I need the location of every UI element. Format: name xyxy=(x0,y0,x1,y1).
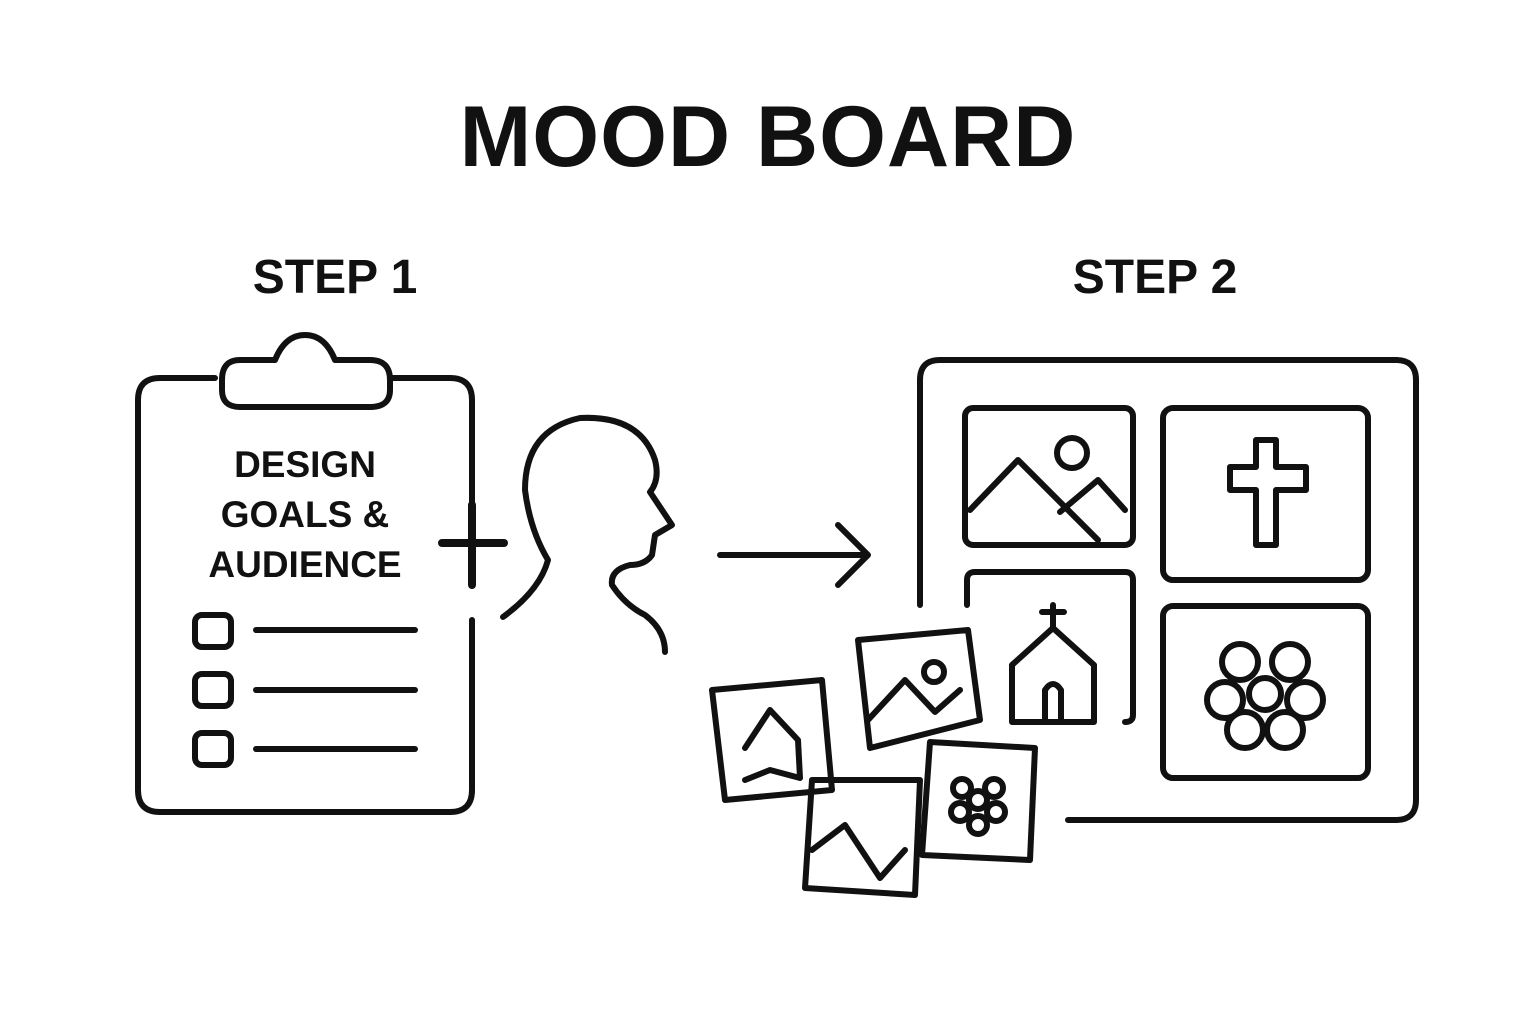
step-1-label: STEP 1 xyxy=(252,251,418,304)
arrow-right-icon xyxy=(717,522,871,588)
clipboard-line: AUDIENCE xyxy=(208,544,402,585)
photo-cards-icon xyxy=(709,627,1038,898)
plus-icon xyxy=(438,501,508,589)
clipboard-line: DESIGN xyxy=(234,444,376,485)
person-head-icon xyxy=(500,414,675,655)
page-title: MOOD BOARD xyxy=(459,89,1077,185)
clipboard-text: DESIGN GOALS & AUDIENCE xyxy=(150,440,460,590)
mood-board-icon xyxy=(917,357,1419,823)
clipboard-line: GOALS & xyxy=(220,494,390,535)
clipboard-icon xyxy=(135,332,475,815)
step-2-label: STEP 2 xyxy=(1072,251,1238,304)
flower-icon xyxy=(1204,641,1326,751)
